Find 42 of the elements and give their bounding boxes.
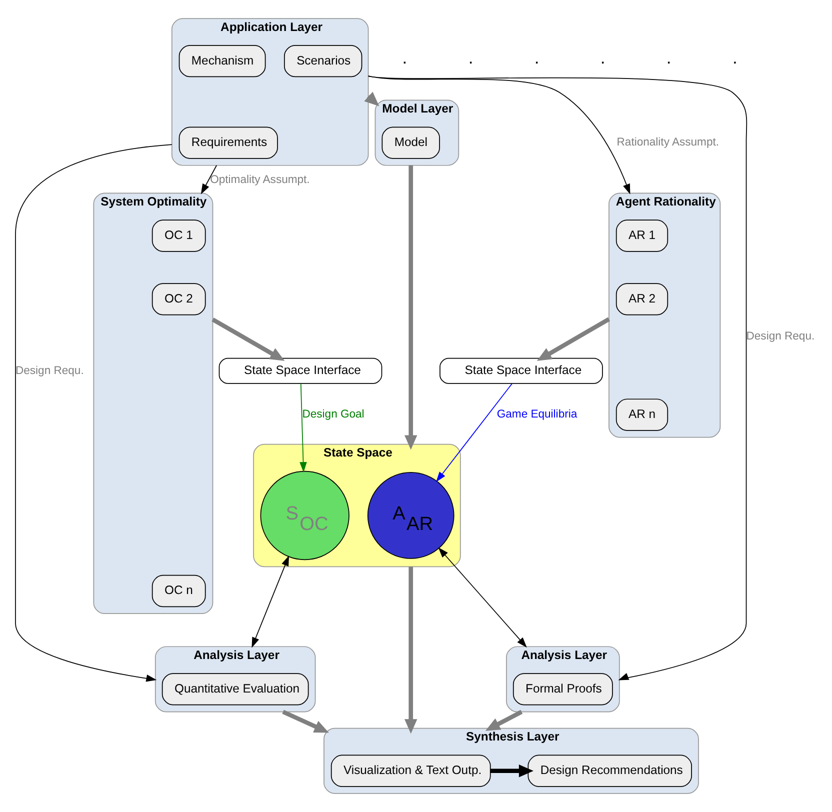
- node-box: Visualization & Text Outp.: [330, 754, 490, 787]
- arrow: [490, 764, 533, 778]
- edge-label: Rationality Assumpt.: [616, 136, 718, 149]
- arrow: [484, 710, 522, 731]
- node-box: Model: [381, 126, 440, 159]
- label: .: [666, 52, 670, 66]
- label: .: [600, 52, 604, 66]
- arrow: [435, 383, 512, 482]
- arrow: [200, 164, 217, 194]
- node-box: AR n: [615, 398, 668, 431]
- edge-label: Optimality Assumpt.: [210, 174, 310, 186]
- arrow: [14, 144, 172, 682]
- node-box: State Space Interface: [439, 358, 602, 384]
- arrow: [282, 710, 328, 733]
- node-box: Formal Proofs: [512, 673, 612, 706]
- edge-label: Design Goal: [302, 408, 364, 421]
- arrow: [299, 383, 306, 472]
- edge-label: Design Requ.: [746, 330, 814, 343]
- node-box: Design Recommendations: [527, 754, 692, 787]
- arrow: [536, 317, 610, 361]
- arrow: [364, 92, 379, 106]
- node-box: OC 2: [151, 283, 206, 316]
- arrow: [404, 165, 417, 450]
- label: .: [534, 52, 538, 66]
- node-box: AR 2: [615, 283, 668, 316]
- node-box: Scenarios: [283, 45, 362, 78]
- edge-label: Game Equilibria: [496, 408, 577, 421]
- label: .: [732, 52, 736, 66]
- node-box: State Space Interface: [218, 358, 382, 384]
- arrow: [404, 566, 417, 734]
- arrow: [251, 555, 289, 648]
- edge-label: Design Requ.: [14, 364, 84, 377]
- arrow: [211, 318, 284, 361]
- arrow: [438, 547, 526, 648]
- node-box: Requirements: [178, 126, 278, 159]
- node-box: Mechanism: [178, 45, 266, 78]
- node-box: OC 1: [151, 220, 206, 252]
- label: .: [468, 52, 472, 66]
- label: .: [402, 52, 406, 66]
- node-box: OC n: [151, 574, 206, 608]
- node-box: Quantitative Evaluation: [161, 673, 308, 706]
- node-box: AR 1: [615, 220, 668, 252]
